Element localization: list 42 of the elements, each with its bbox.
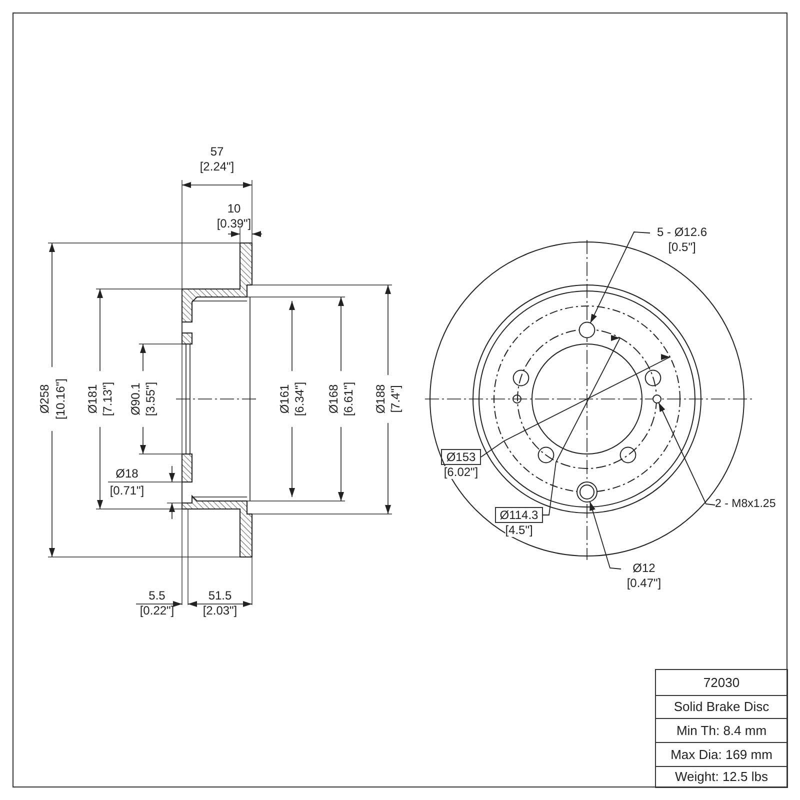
leader-line — [480, 356, 670, 458]
table-cell: Min Th: 8.4 mm — [655, 718, 788, 743]
dimension-label: [10.16"] — [54, 378, 68, 420]
dimension-label: [0.71"] — [110, 484, 144, 498]
dimension-label: [0.22"] — [140, 604, 174, 618]
hole-circle — [576, 482, 598, 502]
dimension-label: [6.61"] — [342, 382, 356, 416]
hole-circle — [578, 322, 596, 338]
leader-line — [658, 402, 716, 506]
dimension-label: [7.4"] — [388, 385, 404, 413]
leader-line — [542, 338, 620, 516]
dimension-label: Ø18 — [116, 466, 138, 482]
dimension-label: 10 — [227, 202, 241, 216]
dimension-label: [2.03"] — [202, 604, 238, 618]
dimension-label: 5.5 — [148, 588, 166, 604]
dimension-value: Ø114.3 — [495, 507, 543, 523]
dimension-label: 57 — [210, 144, 224, 160]
hole-circle — [652, 394, 662, 404]
callout-label: 2 - M8x1.25 — [715, 497, 776, 512]
dimension-label: Ø161 — [278, 384, 292, 414]
dimension-label: Ø181 — [86, 384, 100, 414]
callout-label: 5 - Ø12.6 [0.5"] — [650, 225, 714, 255]
dimension-label: Ø168 — [326, 384, 342, 414]
dimension-value: [4.5"] — [505, 524, 533, 537]
dimension-label: 51.5 — [208, 588, 232, 604]
dimension-label: Ø188 — [374, 384, 388, 414]
table-cell: Weight: 12.5 lbs — [655, 766, 788, 788]
dimension-value: [6.02"] — [444, 466, 478, 479]
table-cell: Max Dia: 169 mm — [655, 742, 788, 767]
leader-line — [589, 501, 622, 570]
dimension-label: [7.13"] — [100, 382, 116, 416]
table-cell: Solid Brake Disc — [655, 695, 788, 719]
leader-line — [590, 232, 650, 324]
dimension-label: [0.39"] — [216, 216, 252, 232]
dimension-label: [3.55"] — [144, 382, 158, 416]
dimension-value: Ø153 — [441, 449, 481, 465]
dimension-label: [2.24"] — [200, 160, 234, 174]
dimension-label: Ø258 — [38, 384, 52, 414]
dimension-label: [6.34"] — [292, 382, 308, 416]
table-cell: 72030 — [655, 669, 788, 696]
callout-label: Ø12 [0.47"] — [621, 561, 667, 591]
dimension-label: Ø90.1 — [128, 382, 144, 416]
